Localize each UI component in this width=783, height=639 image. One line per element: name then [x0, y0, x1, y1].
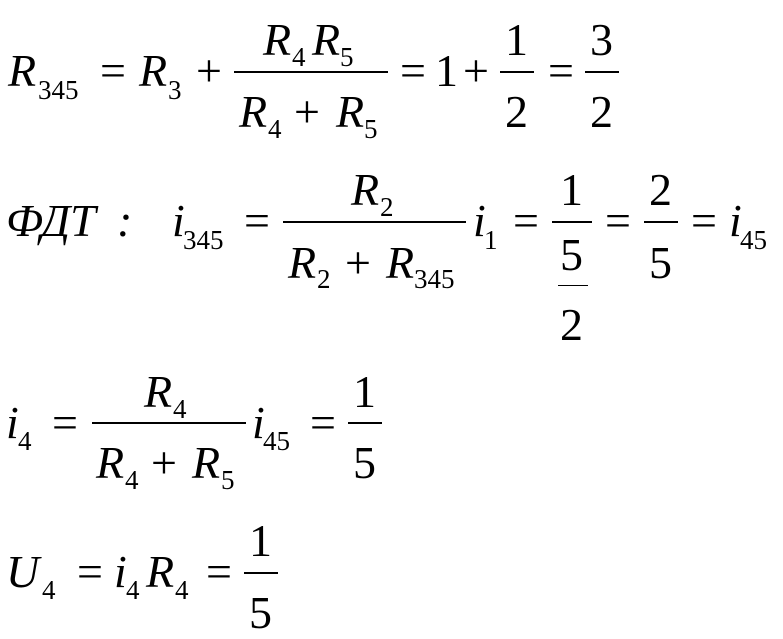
- subscript-4: 4: [125, 465, 139, 495]
- symbol-i: i: [729, 195, 742, 246]
- equals-sign: =: [400, 45, 426, 96]
- equals-sign: =: [52, 397, 78, 448]
- colon: :: [117, 195, 133, 246]
- numerator-2: 2: [649, 164, 672, 215]
- equals-sign: =: [100, 45, 126, 96]
- subscript-4: 4: [18, 426, 32, 456]
- subscript-345: 345: [38, 75, 79, 105]
- plus-sign: +: [463, 45, 489, 96]
- symbol-r: R: [144, 366, 173, 417]
- inner-denominator-2: 2: [560, 299, 583, 350]
- symbol-r: R: [263, 14, 292, 65]
- fraction-bar: [244, 572, 278, 574]
- numerator-1: 1: [505, 14, 528, 65]
- equals-sign: =: [548, 45, 574, 96]
- fraction-bar: [234, 71, 388, 73]
- symbol-i: i: [473, 195, 486, 246]
- equals-sign: =: [310, 397, 336, 448]
- fraction-bar: [348, 422, 382, 424]
- plus-sign: +: [196, 45, 222, 96]
- subscript-5: 5: [221, 465, 235, 495]
- symbol-r: R: [146, 546, 175, 597]
- symbol-r: R: [96, 437, 125, 488]
- symbol-r: R: [386, 237, 415, 288]
- subscript-5: 5: [364, 114, 378, 144]
- subscript-45: 45: [740, 225, 767, 255]
- symbol-i: i: [6, 397, 19, 448]
- symbol-i: i: [252, 397, 265, 448]
- denominator-5: 5: [649, 237, 672, 288]
- fraction-bar: [552, 221, 592, 223]
- inner-numerator-5: 5: [560, 229, 583, 280]
- inner-fraction-bar: [558, 285, 588, 286]
- plus-sign: +: [151, 437, 177, 488]
- subscript-4: 4: [173, 394, 187, 424]
- fraction-bar: [644, 221, 678, 223]
- denominator-2: 2: [590, 86, 613, 137]
- subscript-2: 2: [317, 264, 331, 294]
- plus-sign: +: [294, 86, 320, 137]
- subscript-345: 345: [414, 264, 455, 294]
- subscript-3: 3: [168, 75, 182, 105]
- denominator-5: 5: [249, 587, 272, 638]
- symbol-u: U: [6, 546, 40, 597]
- symbol-r: R: [288, 237, 317, 288]
- subscript-4: 4: [268, 114, 282, 144]
- symbol-r: R: [139, 45, 168, 96]
- symbol-r: R: [336, 86, 365, 137]
- subscript-345: 345: [183, 225, 224, 255]
- subscript-2: 2: [380, 192, 394, 222]
- symbol-r: R: [8, 45, 37, 96]
- denominator-2: 2: [505, 86, 528, 137]
- subscript-4: 4: [175, 575, 189, 605]
- subscript-4: 4: [42, 575, 56, 605]
- plus-sign: +: [345, 237, 371, 288]
- fraction-bar: [500, 71, 534, 73]
- numerator-1: 1: [353, 366, 376, 417]
- symbol-r: R: [239, 86, 268, 137]
- equals-sign: =: [206, 546, 232, 597]
- fraction-bar: [283, 221, 466, 223]
- numerator-3: 3: [590, 14, 613, 65]
- symbol-r: R: [312, 14, 341, 65]
- subscript-4: 4: [292, 42, 306, 72]
- symbol-r: R: [192, 437, 221, 488]
- label-fdt: ФДТ: [6, 195, 96, 246]
- equals-sign: =: [605, 195, 631, 246]
- subscript-5: 5: [340, 42, 354, 72]
- denominator-5: 5: [353, 437, 376, 488]
- subscript-4: 4: [126, 575, 140, 605]
- equals-sign: =: [244, 195, 270, 246]
- subscript-45: 45: [263, 426, 290, 456]
- subscript-1: 1: [484, 225, 498, 255]
- symbol-i: i: [172, 195, 185, 246]
- equals-sign: =: [513, 195, 539, 246]
- number-1: 1: [435, 45, 458, 96]
- fraction-bar: [585, 71, 619, 73]
- fraction-bar: [92, 422, 246, 424]
- symbol-r: R: [351, 164, 380, 215]
- equals-sign: =: [77, 546, 103, 597]
- symbol-i: i: [114, 546, 127, 597]
- equals-sign: =: [691, 195, 717, 246]
- numerator-1: 1: [249, 515, 272, 566]
- numerator-1: 1: [560, 164, 583, 215]
